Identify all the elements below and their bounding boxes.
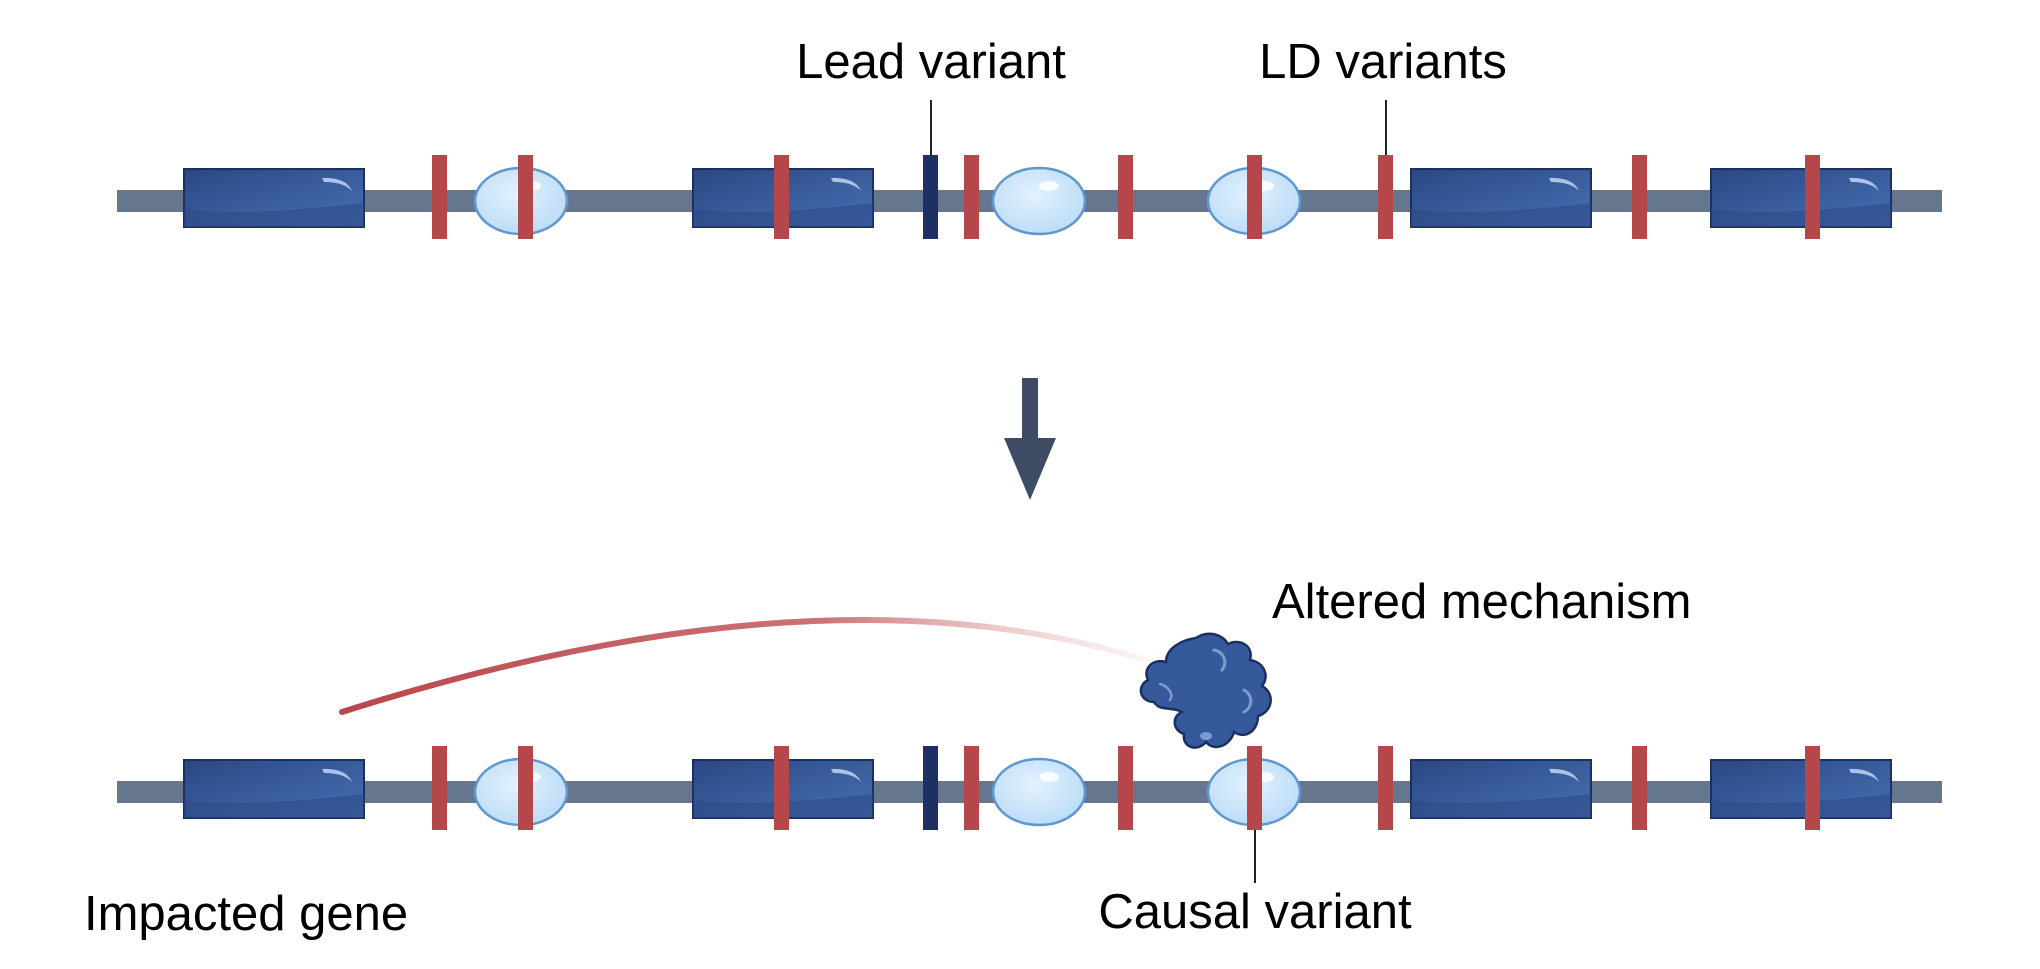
impacted-gene-label: Impacted gene: [84, 887, 408, 941]
top-locus-track: Lead variant LD variants: [117, 35, 1942, 239]
ld-variant-marker: [1632, 155, 1647, 239]
causal-variant-marker: [1247, 746, 1262, 830]
lead-variant-marker: [923, 155, 938, 239]
gene-block: [1410, 168, 1592, 228]
ld-variant-marker: [1632, 746, 1647, 830]
ld-variant-marker: [1378, 155, 1393, 239]
lead-variant-label: Lead variant: [796, 35, 1066, 89]
gene-block: [183, 168, 365, 228]
gene-block: [1710, 759, 1892, 819]
ld-variant-marker: [1378, 746, 1393, 830]
gene-block: [1410, 759, 1592, 819]
ld-variant-marker: [774, 746, 789, 830]
enhancer-element: [991, 166, 1087, 236]
ld-variants-label: LD variants: [1259, 35, 1507, 89]
bottom-locus-track: Altered mechanism Impacted gene Causal v…: [84, 575, 1942, 941]
impacted-gene-block: [183, 759, 365, 819]
arrow-down-icon: [1004, 378, 1056, 500]
ld-variant-marker: [964, 155, 979, 239]
ld-variant-marker: [964, 746, 979, 830]
ld-variant-marker: [432, 746, 447, 830]
protein-blob-icon: [1139, 632, 1272, 749]
ld-variant-marker: [1118, 746, 1133, 830]
ld-variant-marker: [774, 155, 789, 239]
ld-variant-marker: [1805, 155, 1820, 239]
lead-variant-marker: [923, 746, 938, 830]
altered-mechanism-label: Altered mechanism: [1272, 575, 1691, 629]
ld-variant-marker: [1805, 746, 1820, 830]
ld-variant-marker: [518, 746, 533, 830]
gene-block: [1710, 168, 1892, 228]
ld-variant-marker: [432, 155, 447, 239]
regulatory-interaction-arc: [339, 617, 1145, 715]
enhancer-element: [991, 757, 1087, 827]
causal-variant-label: Causal variant: [1098, 885, 1412, 939]
ld-variant-marker: [1118, 155, 1133, 239]
ld-variant-marker: [518, 155, 533, 239]
ld-variant-marker: [1247, 155, 1262, 239]
